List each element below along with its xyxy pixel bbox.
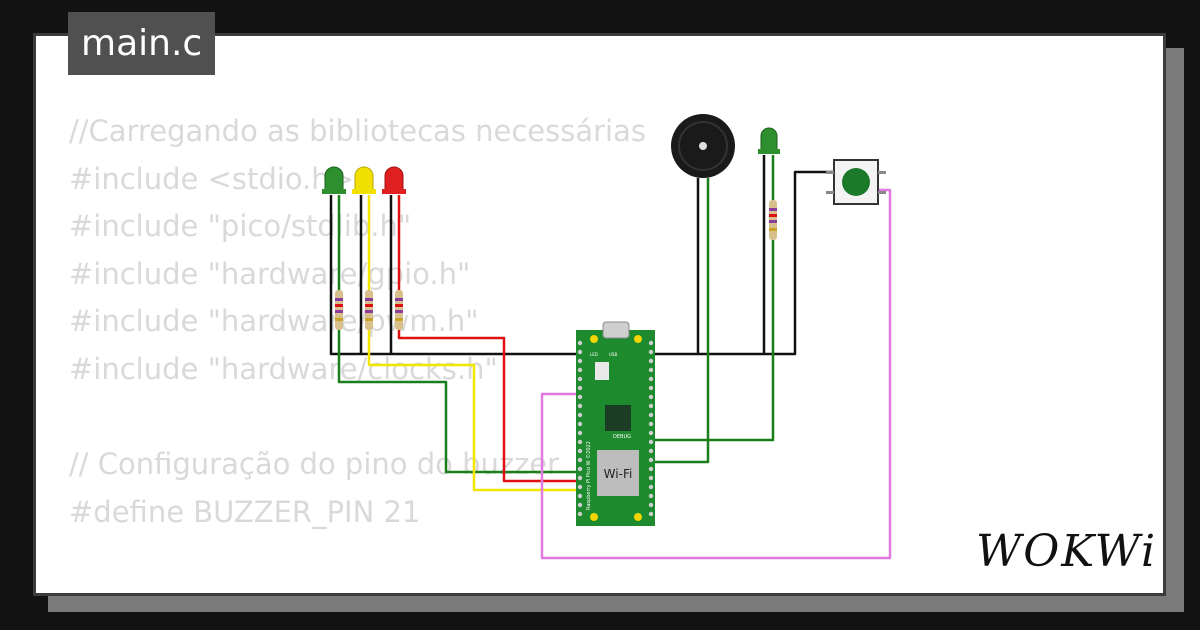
- board-pin: [648, 403, 654, 409]
- board-pin: [648, 511, 654, 517]
- board-pin: [648, 493, 654, 499]
- board-pin: [648, 385, 654, 391]
- wokwi-logo: WOKWi: [976, 526, 1158, 577]
- board-pin: [648, 439, 654, 445]
- code-card: //Carregando as bibliotecas necessárias #…: [33, 33, 1166, 596]
- board-mount-holes: [590, 335, 642, 521]
- board-pin: [648, 430, 654, 436]
- wire-yellow-led: [367, 195, 580, 492]
- board-pin: [577, 457, 583, 463]
- board-pin: [577, 421, 583, 427]
- board-pin: [577, 412, 583, 418]
- board-pin: [577, 493, 583, 499]
- board-pin: [577, 484, 583, 490]
- board-pin: [648, 448, 654, 454]
- wire-green-led: [337, 195, 580, 474]
- board-pin: [577, 502, 583, 508]
- board-pin: [648, 367, 654, 373]
- board-pin: [577, 376, 583, 382]
- board-pin: [577, 430, 583, 436]
- board-pin: [577, 475, 583, 481]
- board-pin: [648, 349, 654, 355]
- code-line: #define BUZZER_PIN 21: [69, 494, 421, 529]
- board-pin: [648, 484, 654, 490]
- board-pin: [577, 394, 583, 400]
- file-tab[interactable]: main.c: [68, 12, 216, 75]
- code-line: #include "hardware/pwm.h": [69, 304, 479, 339]
- led-green-icon: [322, 166, 346, 194]
- board-pin: [577, 466, 583, 472]
- led-red-icon: [382, 166, 406, 194]
- board-name: Raspberry Pi Pico W ©2022: [585, 441, 592, 510]
- wifi-label: Wi-Fi: [604, 467, 633, 481]
- wire-red-led: [397, 195, 580, 483]
- board-pin: [577, 349, 583, 355]
- led-label: LED: [590, 352, 598, 357]
- board-pin: [577, 385, 583, 391]
- resistor-red: [395, 290, 403, 330]
- board-pin: [577, 403, 583, 409]
- board-pin: [648, 475, 654, 481]
- board-pin: [648, 421, 654, 427]
- wire-buzzer: [648, 178, 710, 464]
- buzzer-icon: [671, 114, 735, 178]
- board-pin: [648, 376, 654, 382]
- board-pin: [577, 439, 583, 445]
- code-line: #include "hardware/clocks.h": [69, 351, 498, 386]
- board-pin: [648, 502, 654, 508]
- board-pin: [648, 466, 654, 472]
- resistor-led4: [769, 200, 777, 240]
- resistor-yellow: [365, 290, 373, 330]
- code-line: // Configuração do pino do buzzer: [69, 447, 560, 482]
- code-block: //Carregando as bibliotecas necessárias #…: [69, 108, 775, 593]
- code-line: #include "pico/stdlib.h": [69, 209, 412, 244]
- resistor-green: [335, 290, 343, 330]
- board-pin: [648, 358, 654, 364]
- board-pin: [648, 412, 654, 418]
- board-pin: [577, 367, 583, 373]
- wire-led4: [648, 155, 775, 442]
- board-pin: [648, 457, 654, 463]
- usb-label: USB: [609, 352, 617, 357]
- led-green-2-icon: [758, 127, 780, 154]
- led-yellow-icon: [352, 166, 376, 194]
- pico-w-board: Wi-Fi DEBUG LED USB Raspberry Pi Pico W …: [576, 321, 655, 526]
- board-pin: [577, 358, 583, 364]
- board-pin: [577, 340, 583, 346]
- board-pin: [648, 394, 654, 400]
- pushbutton-icon: [826, 159, 886, 205]
- board-pin: [577, 448, 583, 454]
- code-line: // Configuração da frequência do buzzer …: [69, 584, 775, 593]
- board-pin: [648, 340, 654, 346]
- wire-ground-bus: [329, 170, 836, 356]
- board-pin: [577, 511, 583, 517]
- debug-label: DEBUG: [613, 434, 631, 440]
- code-line: //Carregando as bibliotecas necessárias: [69, 114, 646, 148]
- wire-button: [540, 188, 892, 560]
